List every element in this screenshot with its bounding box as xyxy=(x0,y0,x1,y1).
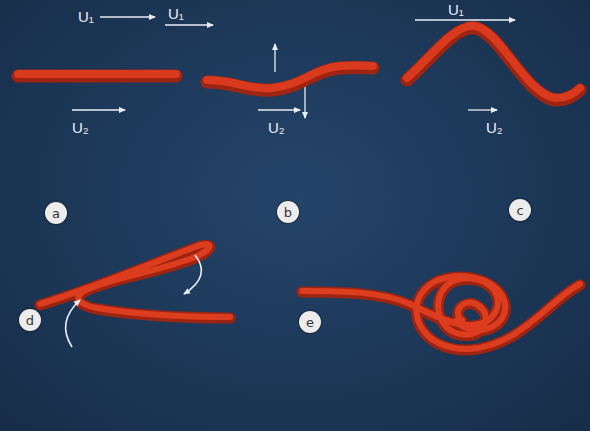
velocity-label: U₁ xyxy=(78,9,94,24)
panel-letter: c xyxy=(516,204,523,217)
rotation-arrows xyxy=(66,255,202,347)
panel-letter: b xyxy=(284,206,292,219)
velocity-label: U₁ xyxy=(448,2,464,17)
velocity-label: U₂ xyxy=(268,120,285,135)
panel-letter: a xyxy=(52,207,60,220)
velocity-label: U₂ xyxy=(486,120,503,135)
panel-letter-circle: d xyxy=(19,309,41,331)
panel-letter: d xyxy=(26,314,34,327)
panel-letter-circle: e xyxy=(299,311,321,333)
velocity-label: U₂ xyxy=(72,120,89,135)
panel-letter-circle: c xyxy=(509,199,531,221)
interface-ribbons xyxy=(18,26,580,350)
panel-letter-circle: b xyxy=(277,201,299,223)
velocity-label: U₁ xyxy=(168,6,184,21)
panel-letter: e xyxy=(306,316,314,329)
panel-letter-circle: a xyxy=(45,202,67,224)
